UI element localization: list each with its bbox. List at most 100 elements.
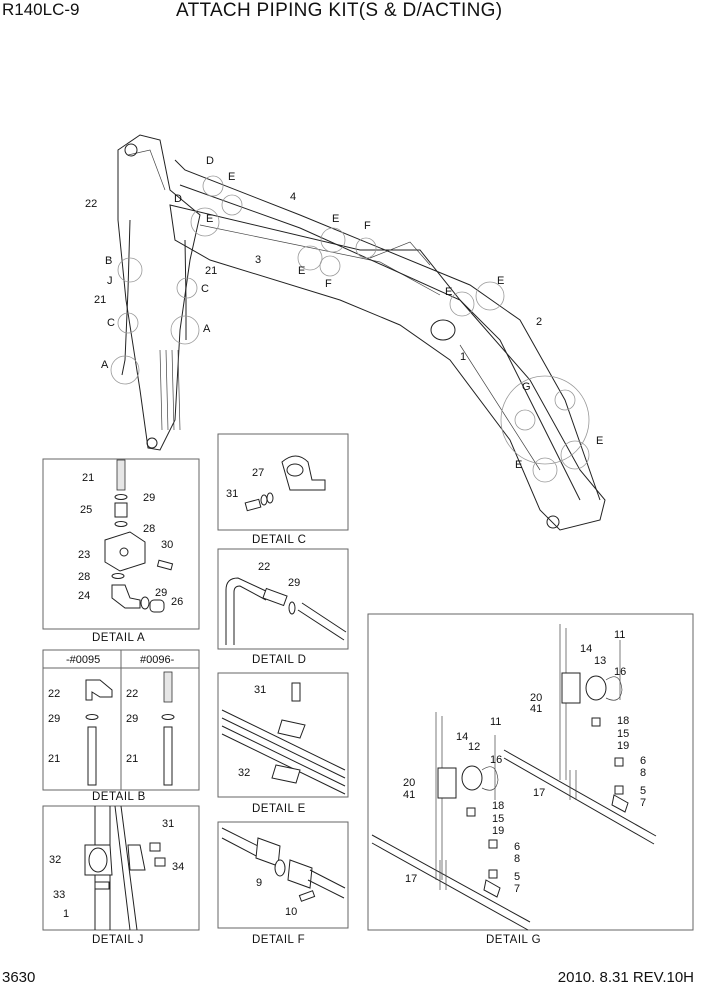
- a-part-26: 26: [171, 596, 183, 608]
- g-lo-20: 20: [403, 777, 415, 789]
- callout-c1: C: [201, 283, 209, 295]
- g-up-8: 8: [640, 767, 646, 779]
- callout-f1: F: [364, 220, 371, 232]
- g-lo-11: 11: [490, 716, 501, 728]
- detail-d-caption: DETAIL D: [252, 654, 306, 666]
- callout-1: 1: [460, 351, 466, 363]
- j-part-34: 34: [172, 861, 184, 873]
- g-up-20: 20: [530, 692, 542, 704]
- callout-b: B: [105, 255, 112, 267]
- callout-2: 2: [536, 316, 542, 328]
- g-up-6: 6: [640, 755, 646, 767]
- d-part-29: 29: [288, 577, 300, 589]
- g-up-13: 13: [594, 655, 606, 667]
- g-lo-14: 14: [456, 731, 468, 743]
- g-up-14: 14: [580, 643, 592, 655]
- g-lo-8: 8: [514, 853, 520, 865]
- detail-g-caption: DETAIL G: [486, 934, 541, 946]
- a-part-24: 24: [78, 590, 90, 602]
- callout-e6: E: [497, 275, 504, 287]
- detail-c: 27 31 DETAIL C: [217, 433, 349, 546]
- c-part-31: 31: [226, 488, 238, 500]
- g-up-16: 16: [614, 666, 626, 678]
- page-title: ATTACH PIPING KIT(S & D/ACTING): [176, 0, 503, 21]
- detail-j: 31 32 34 33 1 DETAIL J: [42, 805, 200, 946]
- callout-21a: 21: [205, 265, 217, 277]
- callout-e2: E: [206, 213, 213, 225]
- a-part-23: 23: [78, 549, 90, 561]
- a-part-29: 29: [143, 492, 155, 504]
- g-lo-15: 15: [492, 813, 504, 825]
- e-part-31: 31: [254, 684, 266, 696]
- detail-e: 31 32 DETAIL E: [217, 672, 349, 815]
- j-part-32: 32: [49, 854, 61, 866]
- callout-j: J: [107, 275, 113, 287]
- detail-b: -#0095 #0096- 22 29 21 22 29 21 DETAIL B: [42, 649, 200, 803]
- g-lo-16: 16: [490, 754, 502, 766]
- callout-g: G: [522, 381, 531, 393]
- detail-a-caption: DETAIL A: [92, 632, 145, 644]
- c-part-27: 27: [252, 467, 264, 479]
- callout-d2: D: [174, 193, 182, 205]
- e-part-32: 32: [238, 767, 250, 779]
- g-up-18: 18: [617, 715, 629, 727]
- j-part-1: 1: [63, 908, 69, 920]
- detail-j-caption: DETAIL J: [92, 934, 144, 946]
- b-right-21: 21: [126, 753, 138, 765]
- detail-a: 21 29 25 28 30 23 28 24 29 26 DETAIL A: [42, 458, 200, 644]
- detail-g: 11 14 13 16 20 41 18 15 19 6 8 17 5 7 11…: [367, 613, 694, 946]
- detail-b-caption: DETAIL B: [92, 791, 146, 803]
- callout-e3: E: [332, 213, 339, 225]
- a-part-30: 30: [161, 539, 173, 551]
- a-part-28b: 28: [78, 571, 90, 583]
- g-up-17: 17: [533, 787, 545, 799]
- detail-f: 9 10 DETAIL F: [217, 821, 349, 946]
- f-part-10: 10: [285, 906, 297, 918]
- j-part-33: 33: [53, 889, 65, 901]
- callout-a2: A: [101, 359, 109, 371]
- callout-4: 4: [290, 191, 296, 203]
- g-up-41: 41: [530, 703, 542, 715]
- b-right-22: 22: [126, 688, 138, 700]
- g-up-19: 19: [617, 740, 629, 752]
- f-part-9: 9: [256, 877, 262, 889]
- g-lo-18: 18: [492, 800, 504, 812]
- page-number: 3630: [2, 969, 36, 986]
- callout-f2: F: [325, 278, 332, 290]
- a-part-28: 28: [143, 523, 155, 535]
- b-left-header: -#0095: [66, 654, 100, 666]
- j-part-31: 31: [162, 818, 174, 830]
- d-part-22: 22: [258, 561, 270, 573]
- g-up-11: 11: [614, 629, 625, 641]
- b-left-29: 29: [48, 713, 60, 725]
- g-up-15: 15: [617, 728, 629, 740]
- callout-3: 3: [255, 254, 261, 266]
- g-up-7: 7: [640, 797, 646, 809]
- callout-e1: E: [228, 171, 235, 183]
- b-left-22: 22: [48, 688, 60, 700]
- callout-d1: D: [206, 155, 214, 167]
- g-lo-19: 19: [492, 825, 504, 837]
- b-right-header: #0096-: [140, 654, 175, 666]
- b-right-29: 29: [126, 713, 138, 725]
- callout-21b: 21: [94, 294, 106, 306]
- detail-f-caption: DETAIL F: [252, 934, 305, 946]
- g-lo-12: 12: [468, 741, 480, 753]
- revision-date: 2010. 8.31 REV.10H: [557, 969, 694, 986]
- detail-d: 22 29 DETAIL D: [217, 548, 349, 666]
- boom-arm-drawing: [110, 134, 606, 531]
- callout-c2: C: [107, 317, 115, 329]
- a-part-21: 21: [82, 472, 94, 484]
- g-up-5: 5: [640, 785, 646, 797]
- g-lo-17: 17: [405, 873, 417, 885]
- callout-22: 22: [85, 198, 97, 210]
- g-lo-7: 7: [514, 883, 520, 895]
- g-lo-5: 5: [514, 871, 520, 883]
- detail-c-caption: DETAIL C: [252, 534, 306, 546]
- detail-e-caption: DETAIL E: [252, 803, 306, 815]
- a-part-25: 25: [80, 504, 92, 516]
- g-lo-6: 6: [514, 841, 520, 853]
- callout-e7: E: [596, 435, 603, 447]
- callout-e8: E: [515, 459, 522, 471]
